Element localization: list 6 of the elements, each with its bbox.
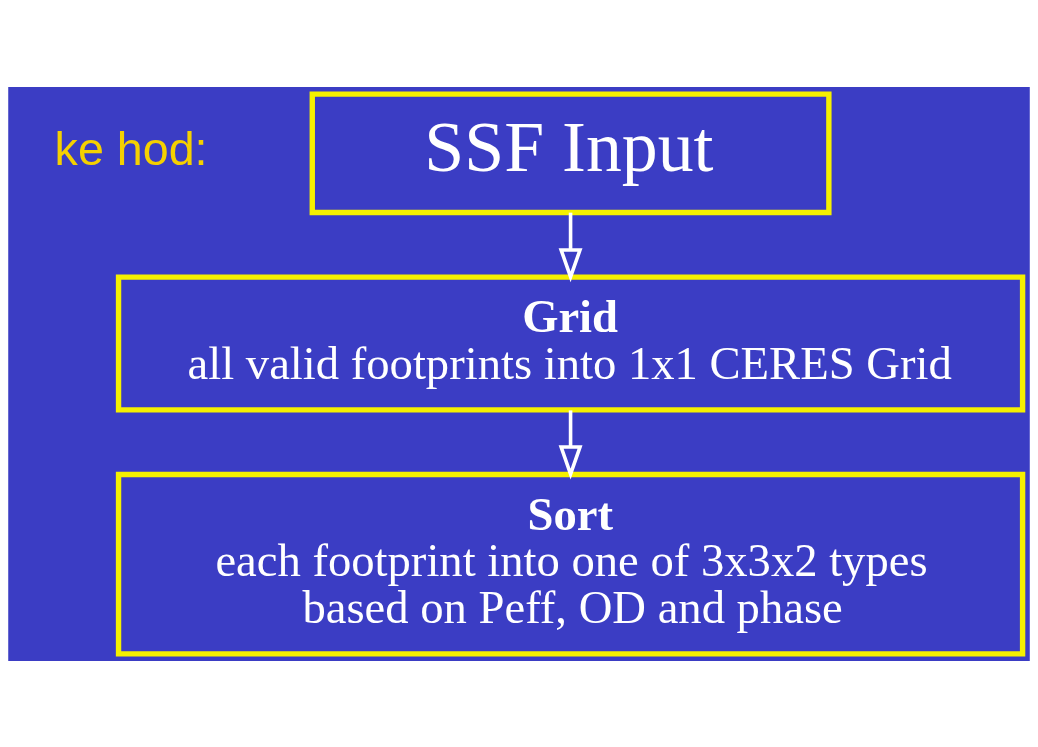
- node-box: Grid all valid footprints into 1x1 CERES Grid: [115, 273, 1026, 413]
- arrow: [558, 409, 583, 479]
- arrow: [558, 212, 583, 282]
- node-box: Sort each footprint into one of 3x3x2 types based on Peff, OD and phase: [115, 471, 1026, 656]
- node-box: SSF Input: [309, 91, 832, 215]
- label: ke hod:: [54, 122, 208, 175]
